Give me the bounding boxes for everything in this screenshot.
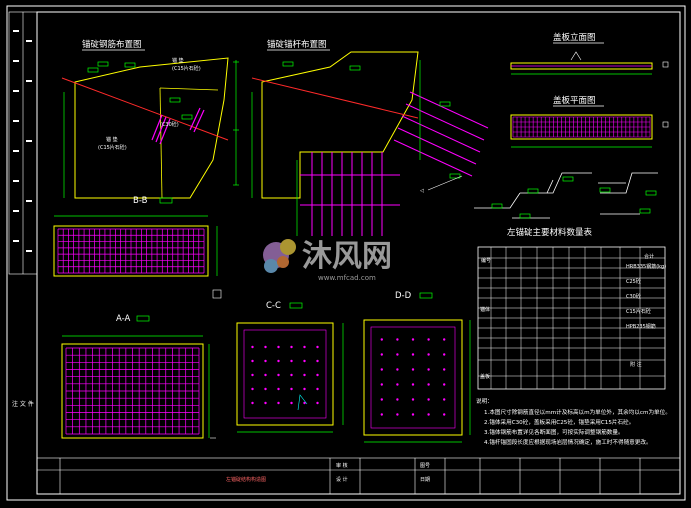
note-line-3: 3.锚体钢筋布置详见各断面图，可按实际调整钢筋数量。 <box>484 428 624 436</box>
section-cc-title: C-C <box>266 301 281 311</box>
side-note: 注 文 件 <box>12 400 34 408</box>
anchor-bars <box>393 91 489 177</box>
title-block: 左锚碇结构构造图 审 核 设 计 图号 日期 <box>36 457 681 495</box>
anchor-layout-outline <box>261 51 419 199</box>
section-dd-view: D-D <box>363 291 471 443</box>
table-group-anchor: 锚体 <box>480 306 490 313</box>
rebar-detail-shapes <box>474 172 658 219</box>
watermark-logo-icon <box>263 239 296 273</box>
left-edge-strip <box>13 30 32 252</box>
svg-text:◁: ◁ <box>420 188 424 194</box>
slab-elevation-view: 盖板立面图 <box>510 32 669 75</box>
rebar-layout-title: 锚碇钢筋布置图 <box>82 39 142 50</box>
table-remark: 附 注 <box>630 361 642 368</box>
table-mat-c15: C15片石砼 <box>626 308 651 315</box>
table-total: 合计 <box>644 253 654 260</box>
anchor-layout-view: 锚碇锚杆布置图 ◁ <box>251 39 489 236</box>
section-dd-title: D-D <box>395 291 412 301</box>
watermark-text: 沐风网 <box>302 239 392 274</box>
section-aa-mesh <box>65 347 200 435</box>
note-line-4: 4.锚杆锚固段长度应根据现场岩层情况确定，施工时不得随意更改。 <box>484 438 652 446</box>
anchor-c15-label: 锚 垫 <box>172 57 184 64</box>
table-mat-hpb: HPB235钢筋 <box>626 323 656 330</box>
tb-drawing-no: 图号 <box>420 463 430 469</box>
rebar-layout-outline <box>74 57 229 199</box>
drawing-title: 左锚碇结构构造图 <box>226 476 266 483</box>
material-table: 左锚碇主要材料数量表 编号 锚体 盖板 HRB335钢筋(kg) C25砼 C3… <box>477 227 666 390</box>
slab-elevation-title: 盖板立面图 <box>553 32 596 43</box>
tb-design: 设 计 <box>336 476 348 483</box>
watermark-url: www.mfcad.com <box>318 274 376 282</box>
table-mat-c25: C25砼 <box>626 278 641 285</box>
watermark: 沐风网 www.mfcad.com <box>263 239 392 282</box>
note-line-1: 1.本图尺寸除钢筋直径以mm计及标高以m为单位外，其余均以cm为单位。 <box>484 408 671 416</box>
table-group-slab: 盖板 <box>480 373 490 380</box>
anchor-vertical-bars <box>300 152 400 236</box>
section-cc-view: C-C <box>236 301 344 433</box>
rebar-layout-dims <box>63 60 239 198</box>
tb-review: 审 核 <box>336 462 348 469</box>
notes-heading: 说明： <box>476 397 493 405</box>
section-bb-mesh <box>57 228 205 274</box>
table-col-grade: HRB335钢筋(kg) <box>626 263 666 270</box>
section-dd-dots <box>380 338 446 416</box>
section-aa-title: A-A <box>116 314 131 324</box>
table-mat-c30: C30砼 <box>626 293 641 300</box>
section-aa-view: A-A <box>61 314 216 439</box>
anchor-rebar-group <box>151 107 205 145</box>
tb-date: 日期 <box>420 477 430 483</box>
anchor-c15-sub: (C15片石砼) <box>172 65 201 72</box>
slab-plan-view: 盖板平面图 <box>510 95 669 148</box>
anchor-left-sub: (C15片石砼) <box>98 144 127 151</box>
slab-plan-title: 盖板平面图 <box>553 95 596 106</box>
section-bb-title: B-B <box>133 196 148 206</box>
slab-plan-mesh <box>512 116 651 138</box>
note-line-2: 2.锚体采用C30砼，盖板采用C25砼，锚垫采用C15片石砼。 <box>484 418 634 426</box>
notes-block: 说明： 1.本图尺寸除钢筋直径以mm计及标高以m为单位外，其余均以cm为单位。 … <box>476 397 671 446</box>
table-row-header: 编号 <box>481 257 491 264</box>
table-title: 左锚碇主要材料数量表 <box>507 227 593 238</box>
anchor-left-label: 锚 垫 <box>106 136 118 143</box>
rebar-layout-view: 锚碇钢筋布置图 锚 垫 (C15片石砼) 锚 垫 (C15片石砼) (C30砼) <box>61 39 239 199</box>
section-cc-dots <box>251 345 319 405</box>
slope-line <box>61 77 229 141</box>
anchor-layout-title: 锚碇锚杆布置图 <box>267 39 327 50</box>
c30-label: (C30砼) <box>160 121 179 128</box>
section-bb-view: B-B <box>53 196 222 299</box>
